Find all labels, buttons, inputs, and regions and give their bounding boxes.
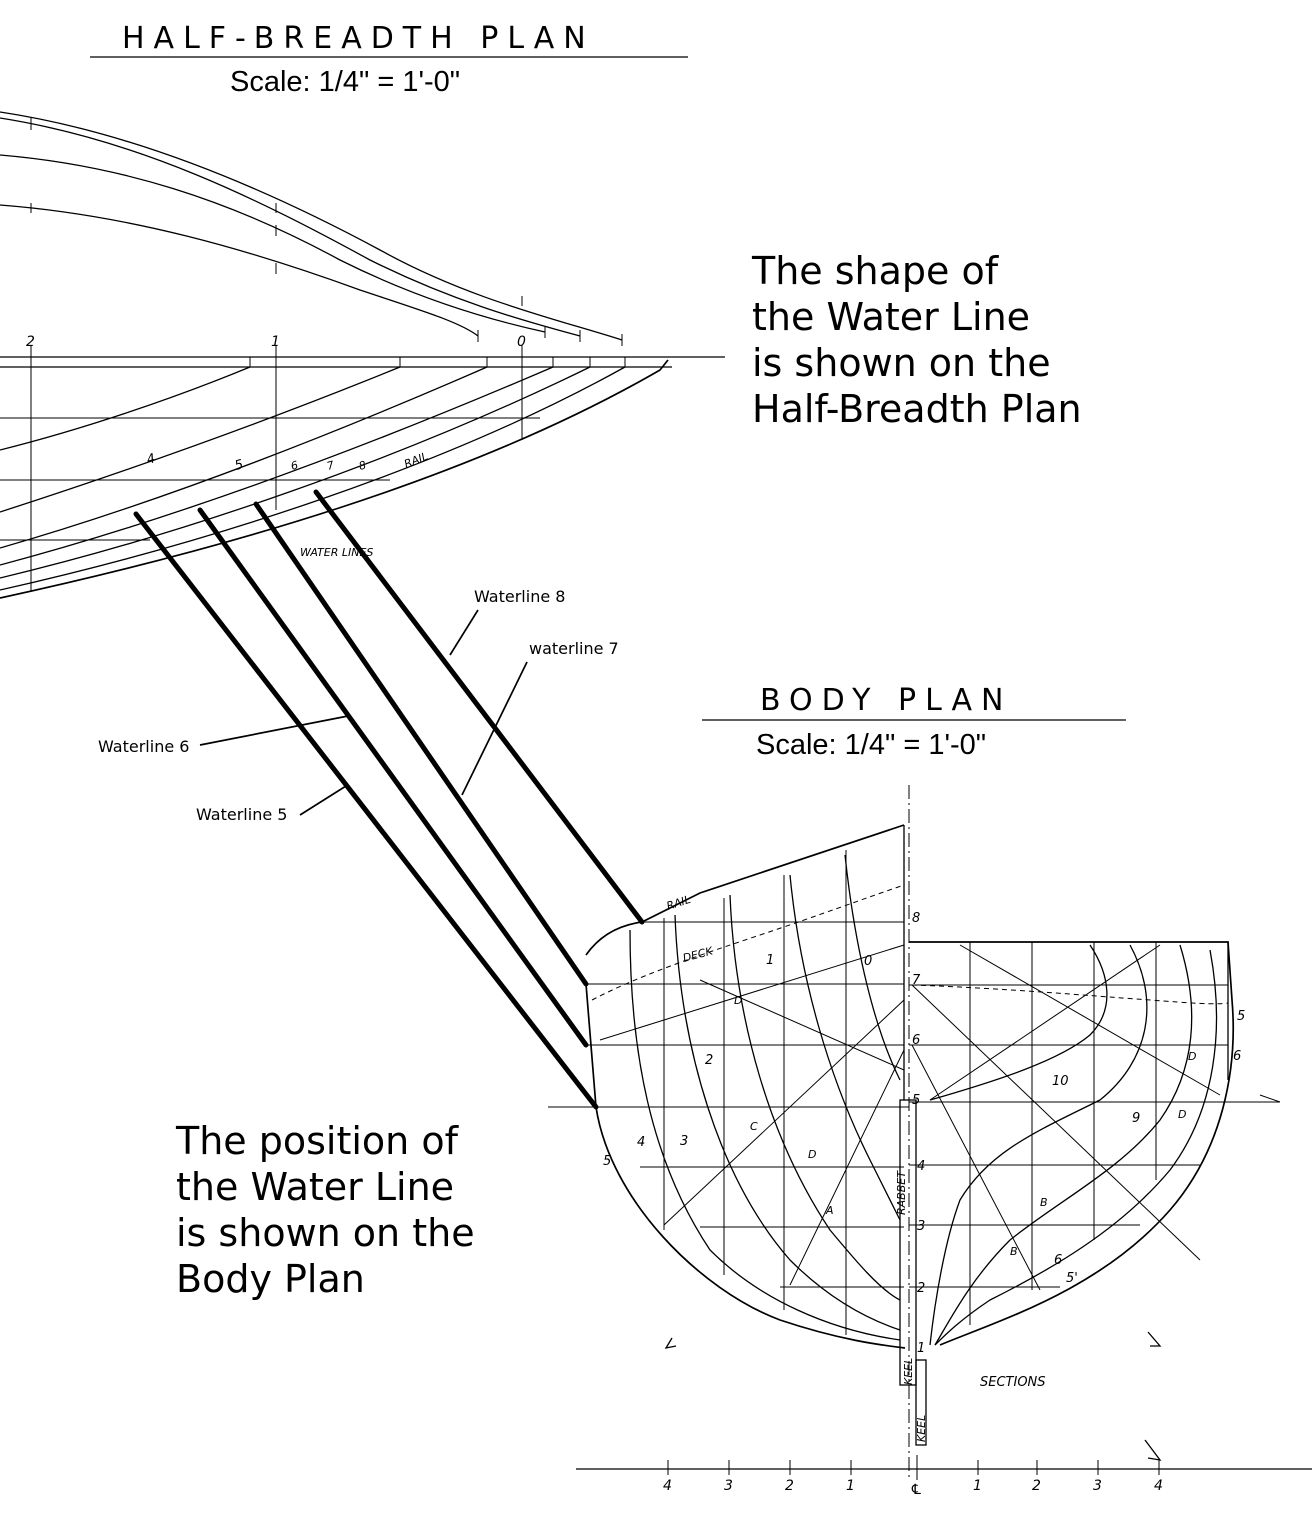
connector-waterline-6 (197, 507, 589, 1048)
svg-text:0: 0 (864, 954, 872, 969)
svg-text:9: 9 (1132, 1111, 1140, 1126)
svg-text:4: 4 (637, 1135, 645, 1150)
deck-line-left (591, 884, 905, 1001)
svg-text:5: 5 (233, 457, 245, 474)
svg-text:3: 3 (680, 1134, 688, 1149)
hb-wl-lower-curve (0, 204, 479, 337)
svg-text:the Water Line: the Water Line (176, 1165, 454, 1209)
half-breadth-drawing: 2 1 0 4 5 6 7 8 RAIL WATER LINES (0, 111, 725, 599)
arrow-mark-icon (664, 1337, 677, 1349)
deck-label: DECK (681, 944, 714, 965)
svg-text:D: D (1188, 1050, 1196, 1063)
rabbet-label: RABBET (895, 1170, 908, 1215)
hb-station-label-2: 2 (26, 334, 35, 350)
svg-text:6: 6 (1233, 1049, 1241, 1064)
hb-station-label-1: 1 (271, 334, 280, 350)
callout-waterline-7: waterline 7 (529, 639, 619, 658)
svg-text:6: 6 (1054, 1253, 1062, 1268)
hb-rail-line (0, 359, 669, 599)
svg-text:7: 7 (325, 459, 335, 473)
body-outline-left (585, 983, 906, 1349)
svg-text:3: 3 (917, 1219, 925, 1234)
hb-rail-curve (0, 111, 623, 341)
svg-text:D: D (1178, 1108, 1186, 1121)
svg-text:5: 5 (1237, 1009, 1245, 1024)
svg-text:5': 5' (1066, 1271, 1078, 1286)
half-breadth-title: HALF-BREADTH PLAN (122, 21, 595, 56)
svg-text:4: 4 (917, 1159, 925, 1174)
sections-label: SECTIONS (980, 1375, 1046, 1390)
water-lines-label: WATER LINES (300, 546, 373, 559)
svg-text:the Water Line: the Water Line (752, 295, 1030, 339)
svg-text:1: 1 (846, 1478, 855, 1494)
keel-label-upper: KEEL (902, 1358, 915, 1385)
svg-text:2: 2 (705, 1053, 713, 1068)
svg-text:5: 5 (603, 1154, 611, 1169)
connector-waterline-7 (253, 501, 589, 987)
svg-text:4: 4 (1154, 1478, 1163, 1494)
half-breadth-scale: Scale: 1/4" = 1'-0" (230, 66, 460, 98)
svg-text:7: 7 (912, 973, 921, 988)
svg-text:Half-Breadth Plan: Half-Breadth Plan (752, 387, 1082, 431)
svg-text:D: D (734, 994, 742, 1007)
svg-text:6: 6 (912, 1033, 920, 1048)
body-plan-title: BODY PLAN (760, 683, 1012, 718)
svg-text:1: 1 (766, 953, 774, 968)
svg-text:B: B (1040, 1196, 1048, 1209)
connector-waterline-5 (133, 511, 599, 1110)
body-plan-scale: Scale: 1/4" = 1'-0" (756, 729, 986, 761)
arrow-mark-icon (1147, 1331, 1162, 1347)
hb-deck-curve (0, 117, 581, 337)
svg-text:C: C (750, 1120, 758, 1133)
svg-text:The shape of: The shape of (751, 249, 1000, 293)
arrow-mark-icon (1144, 1439, 1162, 1461)
svg-text:8: 8 (912, 911, 920, 926)
svg-text:5: 5 (912, 1093, 920, 1108)
svg-text:4: 4 (663, 1478, 672, 1494)
svg-text:6: 6 (289, 459, 299, 473)
keel-label-lower: KEEL (915, 1415, 928, 1442)
svg-text:2: 2 (917, 1281, 925, 1296)
svg-text:is shown on the: is shown on the (176, 1211, 475, 1255)
svg-text:D: D (808, 1148, 816, 1161)
svg-text:RAIL: RAIL (402, 450, 430, 471)
callout-waterline-8: Waterline 8 (474, 587, 565, 606)
svg-text:B: B (1010, 1245, 1018, 1258)
svg-text:A: A (825, 1204, 834, 1217)
hb-station-label-0: 0 (517, 334, 526, 350)
svg-text:2: 2 (785, 1478, 794, 1494)
callout-waterline-6: Waterline 6 (98, 737, 189, 756)
svg-text:10: 10 (1052, 1074, 1069, 1089)
svg-text:1: 1 (973, 1478, 982, 1494)
svg-text:Body Plan: Body Plan (176, 1257, 365, 1301)
connector-waterline-8 (313, 489, 645, 925)
hb-wl-upper-curve (0, 154, 546, 333)
svg-text:4: 4 (145, 451, 157, 468)
callout-waterline-5: Waterline 5 (196, 805, 287, 824)
svg-text:3: 3 (1093, 1478, 1102, 1494)
svg-text:8: 8 (357, 459, 367, 473)
rail-label: RAIL (665, 893, 692, 913)
centerline-symbol-icon: ℄ (910, 1482, 923, 1498)
svg-text:is shown on the: is shown on the (752, 341, 1051, 385)
svg-text:The position of: The position of (175, 1119, 460, 1163)
body-sheer-left (585, 824, 905, 956)
svg-text:3: 3 (724, 1478, 733, 1494)
body-plan-drawing: 8 7 6 5 4 3 2 1 RAIL DECK RABBET KEEL KE… (548, 785, 1281, 1480)
deck-line-right (911, 984, 1229, 1005)
body-outline-right (909, 941, 1235, 1346)
svg-text:1: 1 (917, 1341, 925, 1356)
shape-note: The shape of the Water Line is shown on … (751, 249, 1082, 431)
position-note: The position of the Water Line is shown … (175, 1119, 475, 1301)
svg-text:2: 2 (1032, 1478, 1041, 1494)
buttock-axis: 4 3 2 1 ℄ 1 2 3 4 (576, 1455, 1312, 1498)
